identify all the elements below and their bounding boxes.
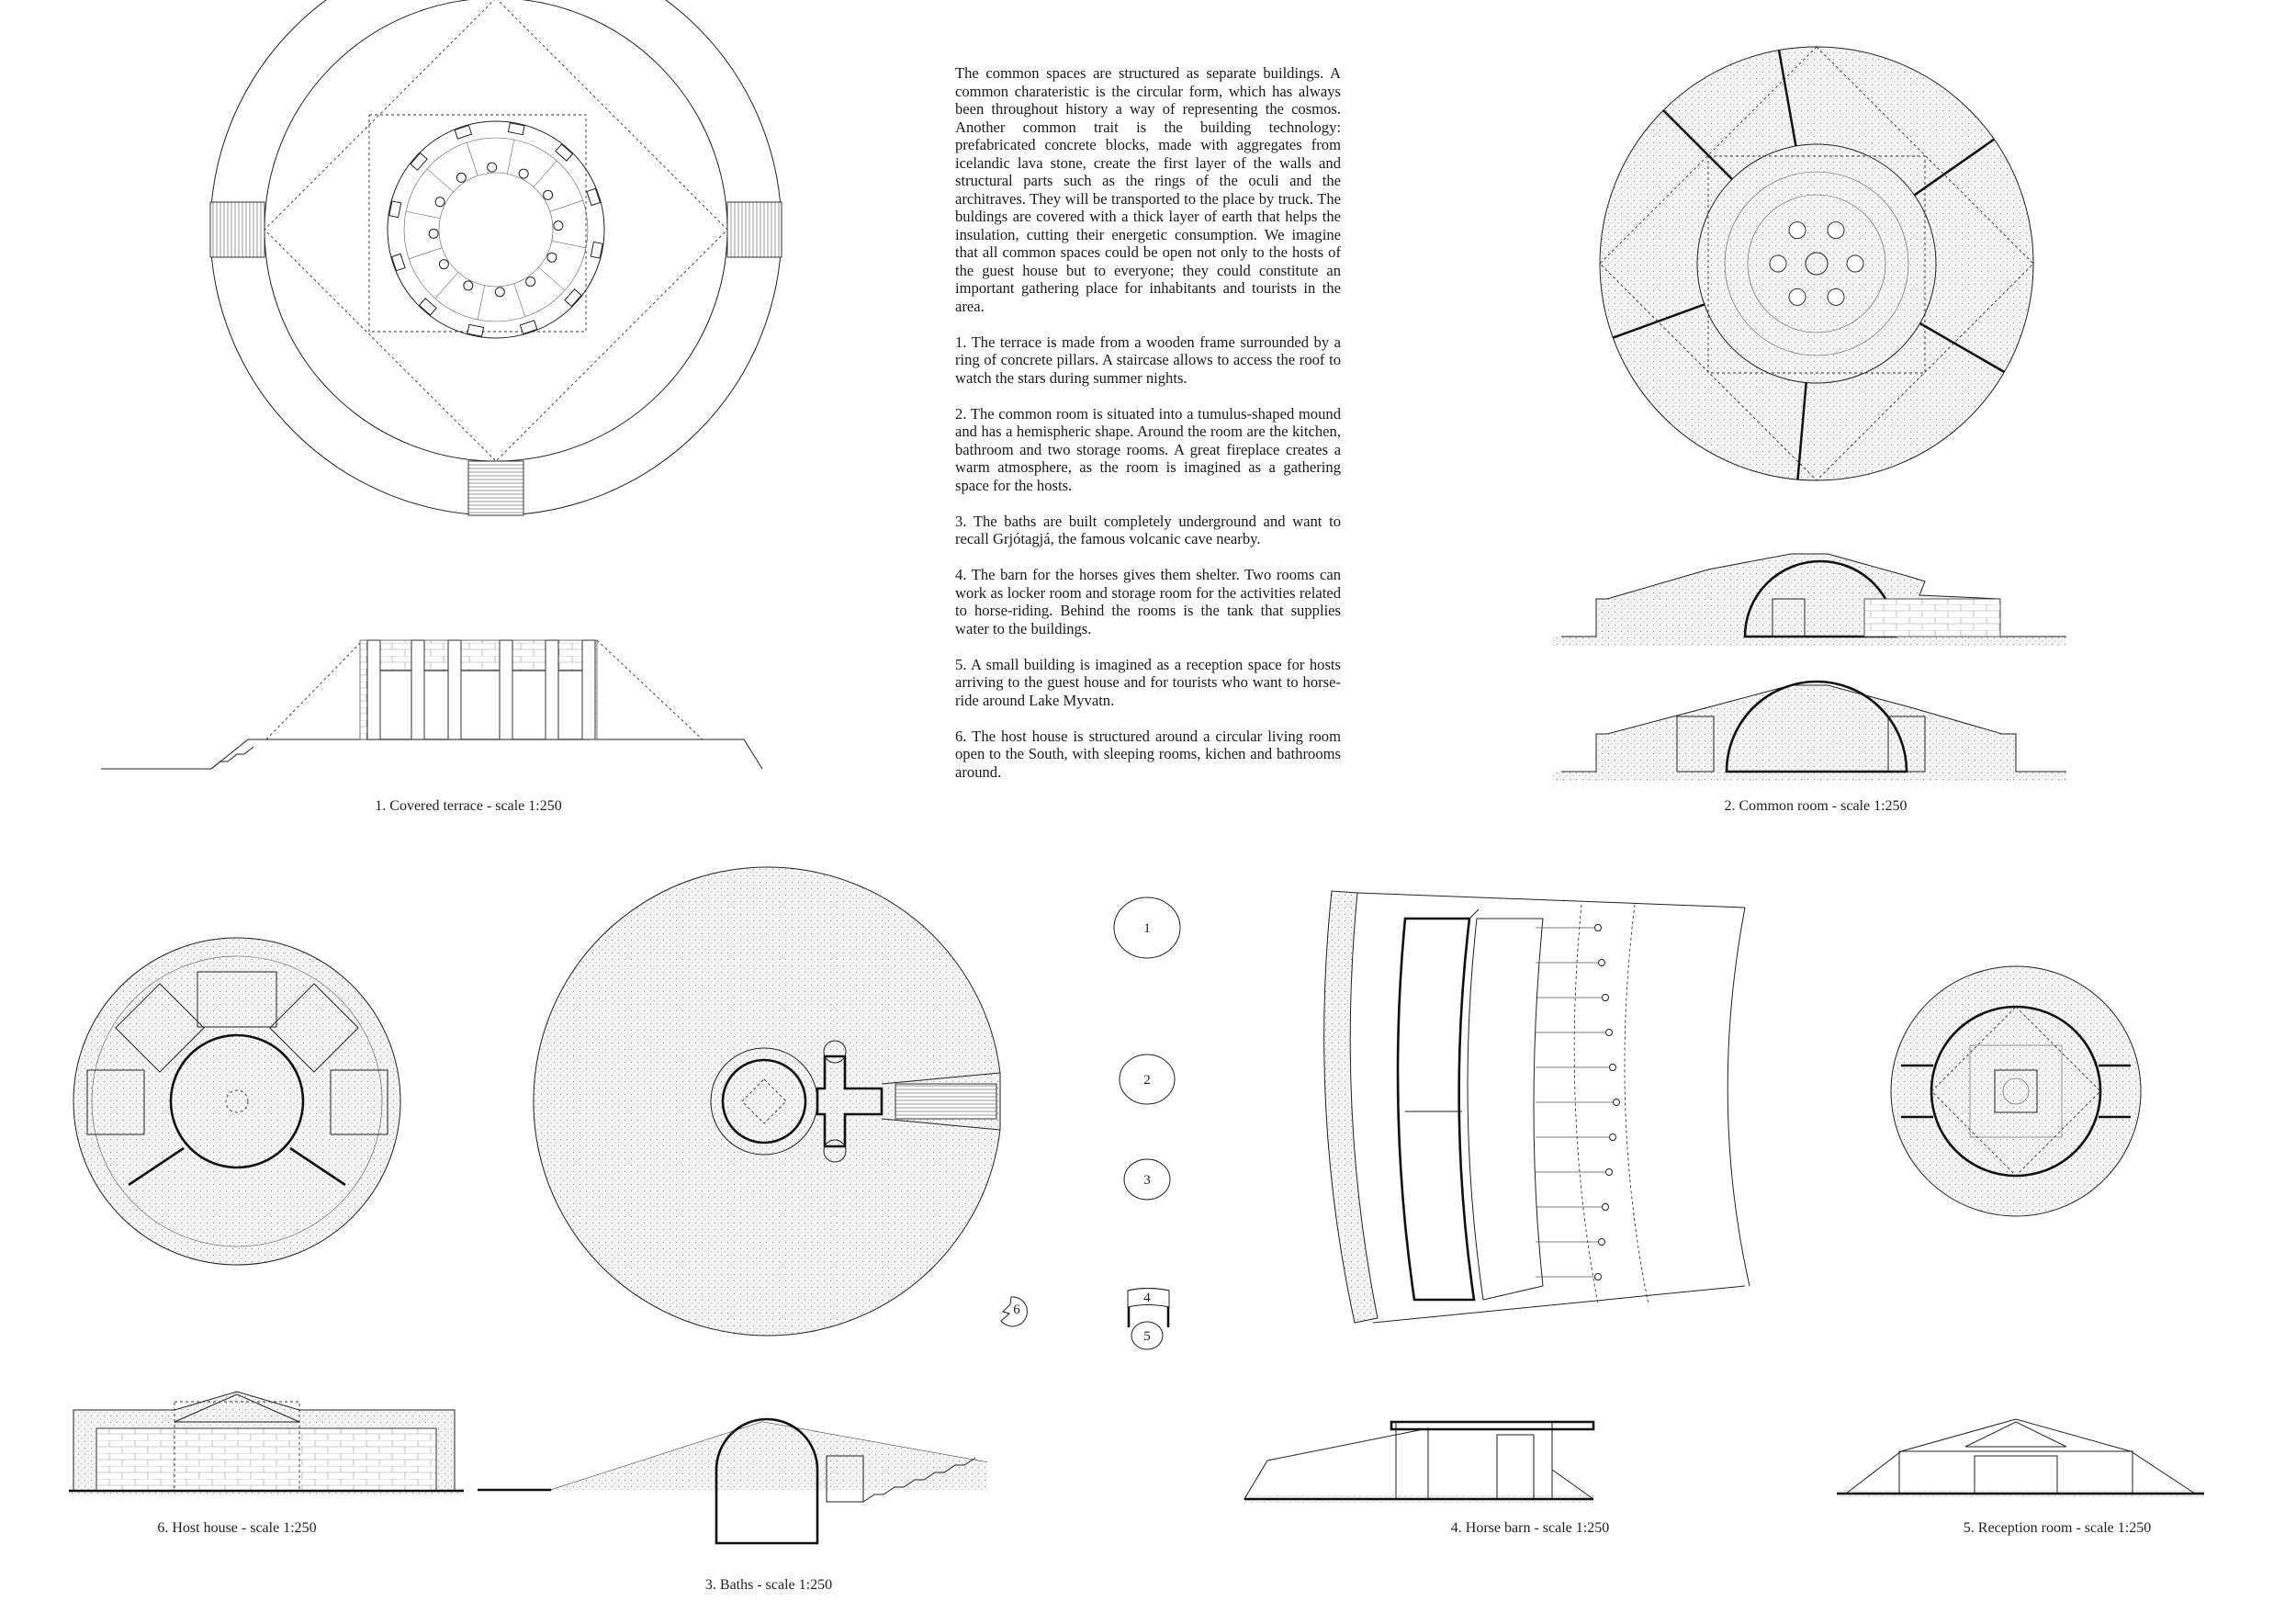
caption-horse-barn: 4. Horse barn - scale 1:250 [1451, 1520, 1609, 1536]
column [518, 168, 529, 179]
key-marker-6[interactable]: 6 [1000, 1296, 1028, 1327]
key-marker-2[interactable]: 2 [1119, 1054, 1176, 1105]
baths-section [478, 1417, 988, 1545]
stair-icon [209, 201, 265, 258]
description-item-2: 2. The common room is situated into a tu… [955, 404, 1341, 494]
project-description: The common spaces are structured as sepa… [955, 64, 1341, 799]
column [553, 220, 564, 231]
terrace-plan [209, 0, 782, 516]
post [1605, 1168, 1613, 1176]
stair-icon [726, 201, 782, 258]
pillar [454, 124, 473, 140]
key-label-5: 5 [1143, 1329, 1151, 1344]
column [487, 162, 498, 173]
terrace-section [101, 639, 763, 770]
column [463, 280, 474, 291]
caption-common-room: 2. Common room - scale 1:250 [1724, 798, 1907, 814]
caption-reception-room: 5. Reception room - scale 1:250 [1964, 1520, 2151, 1536]
post [1598, 1238, 1605, 1246]
column [543, 189, 554, 200]
pillar [410, 152, 428, 171]
key-marker-1[interactable]: 1 [1113, 897, 1181, 959]
reception-section [1837, 1418, 2204, 1497]
key-marker-4[interactable]: 4 [1127, 1288, 1170, 1328]
post [1602, 994, 1609, 1001]
caption-baths: 3. Baths - scale 1:250 [705, 1577, 832, 1593]
key-marker-3[interactable]: 3 [1123, 1158, 1171, 1201]
pillar [499, 639, 513, 740]
key-marker-5[interactable]: 5 [1131, 1321, 1164, 1350]
common-room-section-b [1552, 680, 2066, 781]
pillar [418, 298, 437, 316]
common-room-section-a [1552, 553, 2066, 646]
pillar [388, 200, 402, 219]
key-label-6: 6 [1013, 1303, 1020, 1317]
table [1788, 221, 1806, 240]
pillar [519, 320, 538, 335]
table [1846, 254, 1864, 273]
description-item-6: 6. The host house is structured around a… [955, 727, 1341, 781]
post [1602, 1203, 1609, 1211]
caption-host-house: 6. Host house - scale 1:250 [157, 1520, 316, 1536]
key-label-2: 2 [1143, 1073, 1151, 1088]
column [434, 197, 445, 208]
pillar [586, 187, 602, 207]
pillar [467, 323, 485, 337]
description-item-1: 1. The terrace is made from a wooden fra… [955, 333, 1341, 387]
description-item-4: 4. The barn for the horses gives them sh… [955, 566, 1341, 637]
pillar [545, 639, 559, 740]
pillar [590, 241, 603, 259]
table [1769, 254, 1787, 273]
column [438, 259, 449, 270]
post [1594, 1273, 1602, 1280]
description-item-5: 5. A small building is imagined as a rec… [955, 655, 1341, 709]
pillar [366, 639, 381, 740]
reception-plan [1890, 965, 2142, 1217]
column [456, 172, 467, 183]
description-intro: The common spaces are structured as sepa… [955, 64, 1341, 315]
pillar [411, 639, 425, 740]
description-item-3: 3. The baths are built completely underg… [955, 512, 1341, 548]
table [1827, 221, 1845, 240]
pillar [555, 143, 574, 162]
column [525, 276, 536, 288]
post [1609, 1133, 1616, 1141]
horse-barn-section [1244, 1420, 1595, 1503]
key-label-3: 3 [1143, 1173, 1151, 1188]
host-house-plan [73, 937, 401, 1266]
horse-barn-plan [1323, 890, 1750, 1324]
pillar [507, 122, 525, 136]
table [1788, 288, 1806, 306]
key-label-1: 1 [1143, 921, 1151, 936]
pillar [447, 639, 462, 740]
post [1598, 959, 1605, 966]
post [1613, 1099, 1620, 1106]
post [1605, 1029, 1613, 1036]
site-key: 1 2 3 4 5 6 [1000, 897, 1181, 1350]
column [546, 252, 557, 263]
post [1594, 924, 1602, 931]
post [1609, 1064, 1616, 1071]
pillar [581, 639, 596, 740]
baths-plan [533, 866, 1001, 1336]
common-room-plan [1599, 46, 2034, 481]
table [1827, 288, 1845, 306]
key-label-4: 4 [1143, 1291, 1151, 1305]
pillar [564, 288, 582, 308]
stair-icon [467, 460, 524, 516]
column [428, 228, 439, 239]
column [494, 287, 505, 298]
caption-covered-terrace: 1. Covered terrace - scale 1:250 [375, 798, 561, 814]
host-house-section [69, 1391, 464, 1495]
pillar [390, 253, 406, 272]
